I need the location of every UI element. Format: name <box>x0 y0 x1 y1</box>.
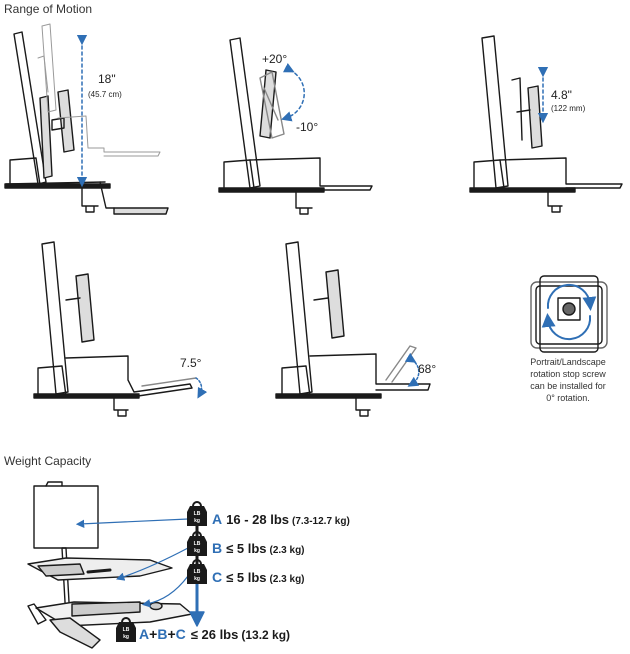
weight-b-letter: B <box>212 540 223 556</box>
badge-a-kg: kg <box>194 518 200 524</box>
weight-total-a: A <box>139 626 150 642</box>
range-of-motion-title: Range of Motion <box>4 2 93 16</box>
fig-keyboard-tilt <box>33 241 208 417</box>
fig-monitor-tilt <box>218 37 373 215</box>
weight-total-plus-2: + <box>167 626 176 642</box>
fig-weight-capacity <box>27 481 205 649</box>
weight-c-metric: (2.3 kg) <box>269 574 305 585</box>
tilt-down-label: -10° <box>296 120 319 134</box>
badge-b-lb: LB <box>194 541 201 547</box>
weight-total-metric: (13.2 kg) <box>241 628 291 642</box>
lift-range-metric-label: (122 mm) <box>551 104 586 113</box>
badge-c-lb: LB <box>194 569 201 575</box>
badge-c-kg: kg <box>194 576 200 582</box>
fig-monitor-lift <box>469 35 623 213</box>
badge-total-kg: kg <box>123 634 129 640</box>
rotation-note-line-4: 0° rotation. <box>546 393 590 403</box>
weight-total-c: C <box>175 626 186 642</box>
weight-badge-c <box>187 559 207 584</box>
weight-b-value: ≤ 5 lbs <box>226 541 267 556</box>
tilt-up-label: +20° <box>262 52 288 66</box>
weight-a-metric: (7.3-12.7 kg) <box>292 516 350 527</box>
keyboard-tilt-label: 7.5° <box>180 356 202 370</box>
badge-b-kg: kg <box>194 548 200 554</box>
rotation-note: Portrait/Landscape rotation stop screw c… <box>518 356 618 404</box>
weight-capacity-title: Weight Capacity <box>4 454 92 468</box>
weight-total-value: ≤ 26 lbs <box>190 627 239 642</box>
weight-a-letter: A <box>212 511 223 527</box>
badge-total-lb: LB <box>123 627 130 633</box>
rotation-note-line-3: can be installed for <box>530 381 606 391</box>
weight-row-c: C ≤ 5 lbs (2.3 kg) <box>212 569 305 585</box>
weight-badge-a <box>187 501 207 526</box>
weight-row-total: A + B + C ≤ 26 lbs (13.2 kg) <box>139 626 290 642</box>
weight-total-plus-1: + <box>149 626 158 642</box>
height-range-label: 18" <box>98 72 116 86</box>
rotation-note-line-2: rotation stop screw <box>530 369 606 379</box>
fig-keyboard-fold <box>275 241 431 417</box>
fig-height-adjust <box>4 23 169 215</box>
height-range-metric-label: (45.7 cm) <box>88 90 122 99</box>
weight-row-a: A 16 - 28 lbs (7.3-12.7 kg) <box>212 511 350 527</box>
weight-row-b: B ≤ 5 lbs (2.3 kg) <box>212 540 305 556</box>
keyboard-fold-label: 68° <box>418 362 437 376</box>
weight-total-b: B <box>157 626 168 642</box>
badge-a-lb: LB <box>194 511 201 517</box>
weight-badge-total <box>116 617 136 642</box>
weight-a-value: 16 - 28 lbs <box>226 512 289 527</box>
weight-c-letter: C <box>212 569 223 585</box>
fig-rotation <box>530 275 608 353</box>
weight-b-metric: (2.3 kg) <box>269 545 305 556</box>
weight-badge-b <box>187 531 207 556</box>
rotation-note-line-1: Portrait/Landscape <box>530 357 606 367</box>
weight-c-value: ≤ 5 lbs <box>226 570 267 585</box>
lift-range-label: 4.8" <box>551 88 572 102</box>
